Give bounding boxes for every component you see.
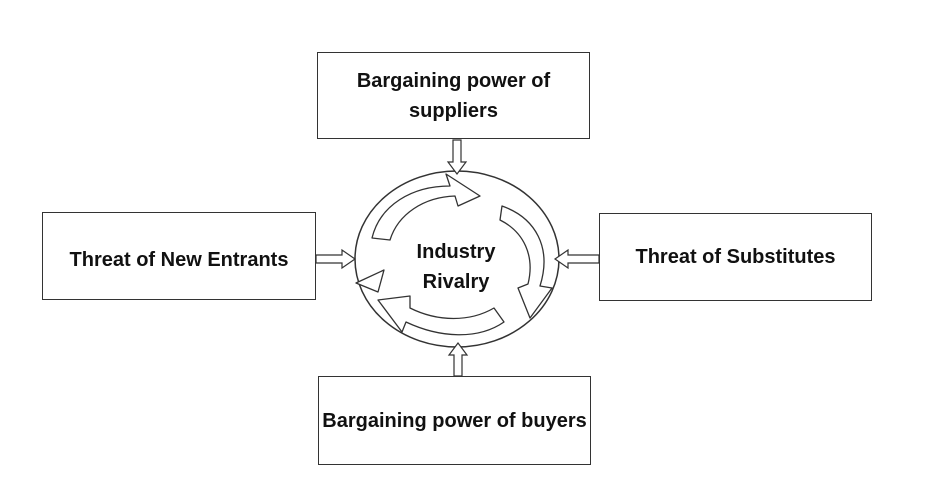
rivalry-cycle-arrows: [355, 173, 553, 336]
arrow-from-substitutes: [553, 248, 600, 270]
buyers-box: Bargaining power of buyers: [318, 376, 591, 465]
new-entrants-box: Threat of New Entrants: [42, 212, 316, 300]
new-entrants-label: Threat of New Entrants: [69, 249, 289, 271]
substitutes-label: Threat of Substitutes: [635, 246, 836, 268]
cycle-arrow-bottom: [377, 295, 505, 336]
industry-rivalry-line1: Industry: [416, 241, 496, 263]
suppliers-label: Bargaining power of suppliers: [356, 69, 551, 122]
buyers-label: Bargaining power of buyers: [322, 409, 587, 432]
cycle-arrow-right: [499, 205, 553, 319]
industry-rivalry-label: Industry Rivalry: [388, 237, 524, 297]
arrow-from-suppliers: [446, 139, 468, 175]
arrow-from-buyers: [447, 342, 469, 377]
arrow-from-entrants: [315, 248, 357, 270]
cycle-arrow-top: [371, 173, 481, 241]
industry-rivalry-line2: Rivalry: [422, 271, 490, 293]
cycle-arrow-left: [355, 269, 385, 293]
force-arrows: [315, 139, 600, 377]
suppliers-box: Bargaining power of suppliers: [317, 52, 590, 139]
substitutes-box: Threat of Substitutes: [599, 213, 872, 301]
